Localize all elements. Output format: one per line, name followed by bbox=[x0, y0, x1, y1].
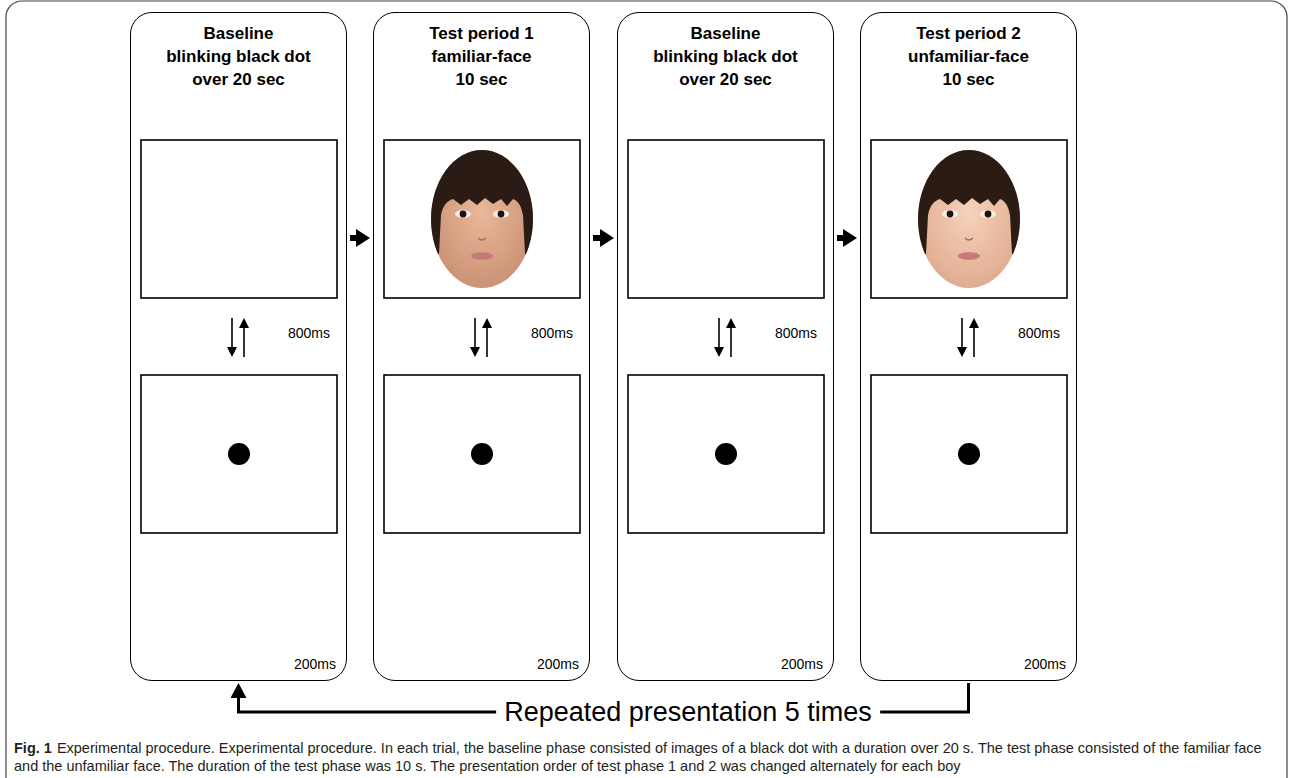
phase-heading: familiar-face bbox=[374, 45, 589, 68]
phase-heading: Baseline bbox=[618, 22, 833, 45]
sequence-arrow bbox=[593, 235, 600, 241]
phase-heading: over 20 sec bbox=[618, 68, 833, 91]
phase-heading: 10 sec bbox=[861, 68, 1076, 91]
timing-label: 200ms bbox=[1024, 656, 1066, 673]
phase-panel: Test period 2unfamiliar-face10 sec 800ms 2… bbox=[860, 12, 1077, 681]
phase-heading: 10 sec bbox=[374, 68, 589, 91]
repeat-label: Repeated presentation 5 times bbox=[496, 696, 880, 728]
caption-text: Experimental procedure. Experimental pro… bbox=[14, 740, 1262, 774]
phase-heading: Test period 2 bbox=[861, 22, 1076, 45]
stimulus-frames bbox=[628, 140, 824, 533]
timing-label: 200ms bbox=[537, 656, 579, 673]
sequence-arrow bbox=[350, 235, 356, 241]
illustration-part bbox=[422, 139, 542, 260]
phase-heading: Baseline bbox=[131, 22, 346, 45]
illustration-part bbox=[909, 139, 1029, 260]
timing-label: 800ms bbox=[775, 325, 817, 342]
phase-heading: Test period 1 bbox=[374, 22, 589, 45]
phase-heading: unfamiliar-face bbox=[861, 45, 1076, 68]
figure-caption: Fig. 1Experimental procedure. Experiment… bbox=[14, 739, 1280, 775]
timing-label: 200ms bbox=[781, 656, 823, 673]
stimulus-frames bbox=[384, 140, 580, 533]
timing-label: 800ms bbox=[288, 325, 330, 342]
phase-panel: Baselineblinking black dotover 20 sec 800… bbox=[130, 12, 347, 681]
phase-panel: Baselineblinking black dotover 20 sec 800… bbox=[617, 12, 834, 681]
face-photo bbox=[422, 139, 542, 288]
phase-heading: blinking black dot bbox=[618, 45, 833, 68]
sequence-arrow bbox=[837, 235, 843, 241]
stimulus-frames bbox=[871, 140, 1067, 533]
timing-label: 800ms bbox=[1018, 325, 1060, 342]
figure-frame bbox=[6, 1, 1287, 778]
figure-number: Fig. 1 bbox=[14, 740, 52, 756]
phase-heading: over 20 sec bbox=[131, 68, 346, 91]
timing-label: 800ms bbox=[531, 325, 573, 342]
face-photo bbox=[909, 139, 1029, 288]
timing-label: 200ms bbox=[294, 656, 336, 673]
stimulus-frames bbox=[141, 140, 337, 533]
phase-heading: blinking black dot bbox=[131, 45, 346, 68]
phase-panel: Test period 1familiar-face10 sec 800ms 200… bbox=[373, 12, 590, 681]
